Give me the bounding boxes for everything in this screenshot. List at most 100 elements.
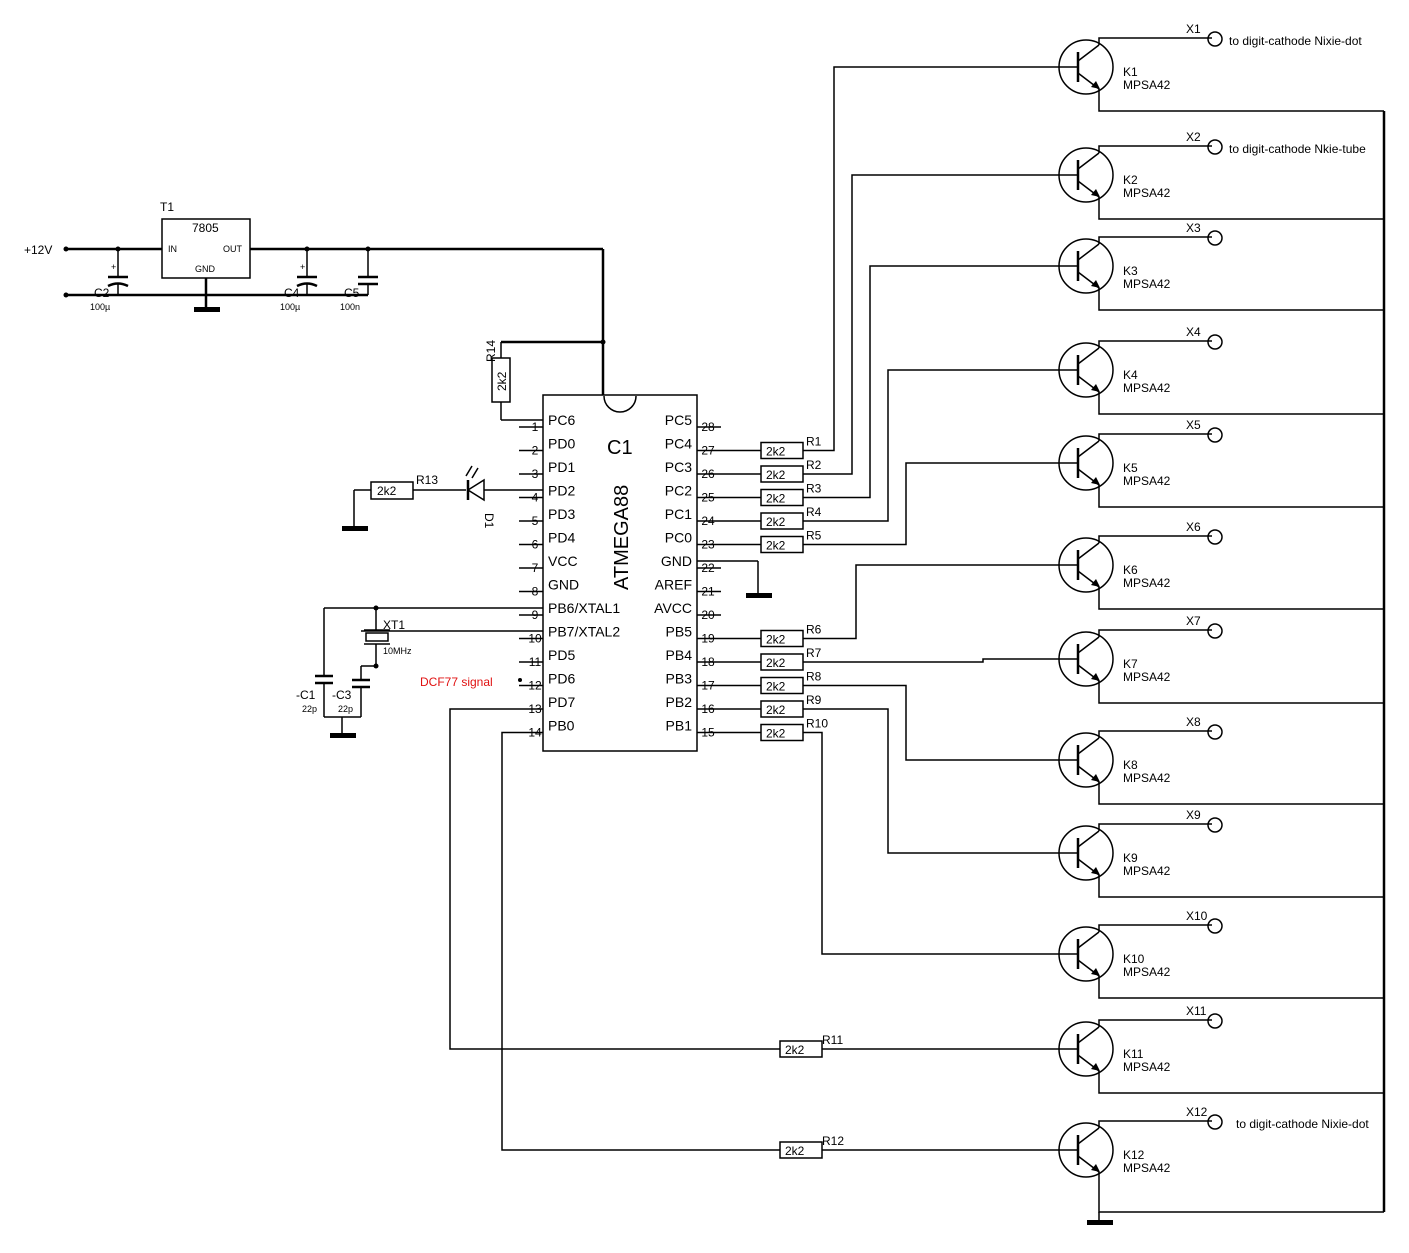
connector-name: X6 [1186,520,1201,534]
cap-c4-name: C4 [284,286,300,300]
pin-label: PB1 [666,718,693,734]
pin-label: PD5 [548,647,575,663]
resistor-name: R6 [806,623,822,637]
connector-terminal [1207,1114,1223,1130]
pin-label: PB4 [666,647,693,663]
pin-number: 15 [701,726,715,740]
connector-name: X7 [1186,614,1201,628]
connector-name: X1 [1186,22,1201,36]
resistor-name: R4 [806,505,822,519]
pin-number: 23 [701,538,715,552]
resistor-value: 2k2 [766,539,786,553]
pin-label: PB5 [666,624,693,640]
pin-number: 6 [532,538,539,552]
pin-number: 7 [532,561,539,575]
ic-body [542,394,698,752]
resistor-name: R3 [806,482,822,496]
pin-label: PC6 [548,412,575,428]
connector-terminal [1207,817,1223,833]
c1-value: 22p [302,704,317,714]
ground-symbol [746,593,772,598]
connector-note: to digit-cathode Nixie-dot [1229,34,1362,48]
dcf77-input-dot [518,678,522,682]
transistor-name: K12 [1123,1148,1145,1162]
resistor-value: 2k2 [766,515,786,529]
connector-terminal [1207,334,1223,350]
pin-label: PC5 [665,412,692,428]
connector-terminal [1207,918,1223,934]
resistor-name: R12 [822,1134,844,1148]
pin-number: 26 [701,467,715,481]
transistor-name: K7 [1123,657,1138,671]
connector-note: to digit-cathode Nixie-dot [1236,1117,1369,1131]
connector-terminal [1207,230,1223,246]
transistor-name: K9 [1123,851,1138,865]
pin-label: PB6/XTAL1 [548,600,620,616]
resistor-value: 2k2 [766,703,786,717]
transistor-name: K1 [1123,65,1138,79]
pin-19: 19 PB5 [666,624,721,646]
pin-label: VCC [548,553,578,569]
cap-c5-name: C5 [344,286,360,300]
pin-number: 13 [528,702,542,716]
resistor-value: 2k2 [766,445,786,459]
pin-number: 12 [528,679,542,693]
pin-label: PD0 [548,436,575,452]
pin-label: PC3 [665,459,692,475]
pin-number: 19 [701,632,715,646]
pin-number: 10 [528,632,542,646]
pin-15: 15 PB1 [666,718,721,740]
resistor-value: 2k2 [766,492,786,506]
resistor-name: R11 [822,1033,843,1047]
regulator-type: 7805 [192,221,219,235]
resistor-value: 2k2 [766,680,786,694]
pin-label: PB3 [666,671,693,687]
connector-terminal [1207,529,1223,545]
pin-label: PB0 [548,718,575,734]
pin-label: PD2 [548,483,575,499]
regulator-7805 [161,218,251,279]
pin-number: 8 [532,585,539,599]
transistor-name: K5 [1123,461,1138,475]
d1-name: D1 [482,513,496,529]
connector-terminal [1207,139,1223,155]
pin-number: 21 [701,585,715,599]
transistor-type: MPSA42 [1123,277,1171,291]
pin-number: 18 [701,655,715,669]
right-pins: 28PC527PC426PC325PC224PC123PC022GND21ARE… [654,412,721,740]
pullup-r14: 2k2 R14 [484,340,603,421]
transistor-name: K8 [1123,758,1138,772]
transistor-name: K3 [1123,264,1138,278]
pin-number: 27 [701,444,715,458]
pin-number: 20 [701,608,715,622]
connector-terminal [1207,724,1223,740]
pin-label: PC0 [665,530,692,546]
r13-name: R13 [416,473,438,487]
crystal-circuit: XT1 10MHz -C1 22p -C3 22p [296,605,543,738]
transistor-type: MPSA42 [1123,1161,1171,1175]
pin-label: GND [661,553,692,569]
transistor-name: K4 [1123,368,1138,382]
